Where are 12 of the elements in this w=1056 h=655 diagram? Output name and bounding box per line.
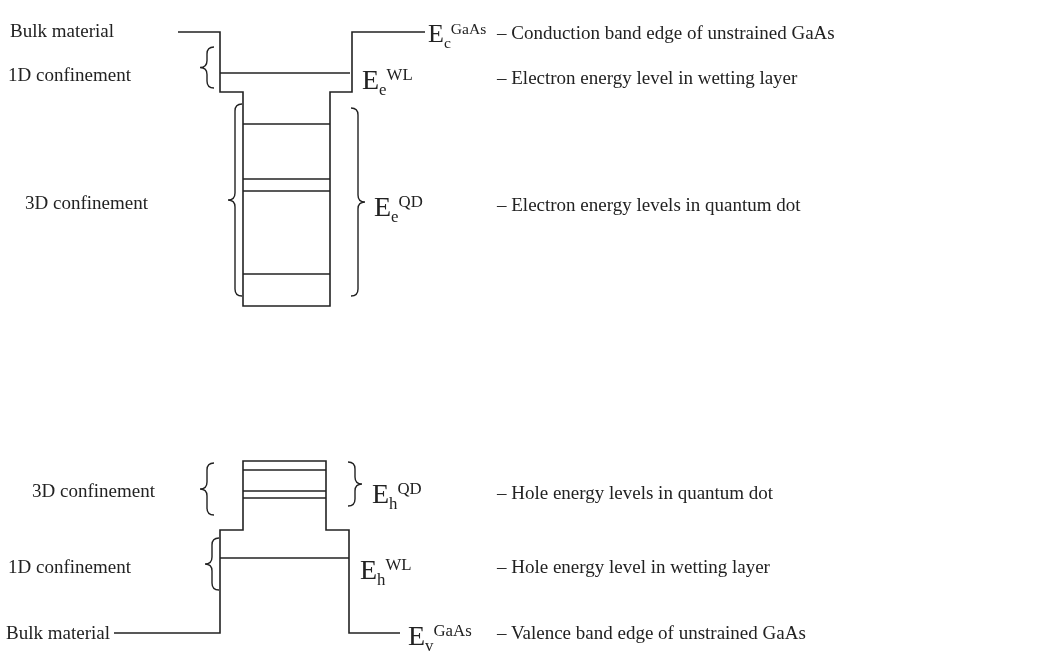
- region-label: 3D confinement: [32, 479, 155, 503]
- description-text: – Hole energy level in wetting layer: [497, 555, 770, 579]
- description-text: – Valence band edge of unstrained GaAs: [497, 621, 806, 645]
- region-label: 1D confinement: [8, 63, 131, 87]
- region-label: Bulk material: [6, 621, 110, 645]
- region-label: 3D confinement: [25, 191, 148, 215]
- region-label: 1D confinement: [8, 555, 131, 579]
- region-label: Bulk material: [10, 19, 114, 43]
- description-text: – Hole energy levels in quantum dot: [497, 481, 774, 505]
- description-text: – Conduction band edge of unstrained GaAs: [497, 21, 835, 45]
- description-text: – Electron energy level in wetting layer: [497, 66, 798, 90]
- description-text: – Electron energy levels in quantum dot: [497, 193, 801, 217]
